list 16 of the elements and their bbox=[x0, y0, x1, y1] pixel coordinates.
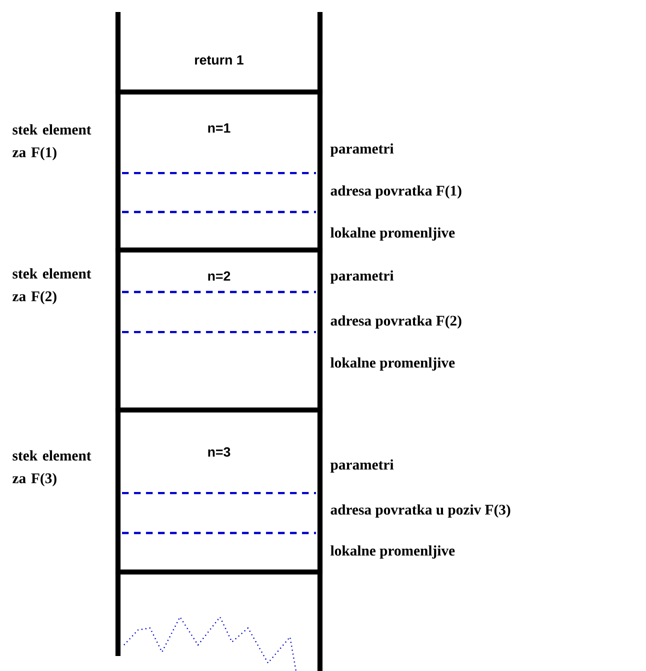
frame-label: stek element za F(3) bbox=[12, 450, 92, 486]
frame-label: stek element za F(2) bbox=[12, 268, 92, 304]
slot-label: lokalne promenljive bbox=[330, 545, 455, 559]
slot-label: adresa povratka u poziv F(3) bbox=[330, 504, 510, 518]
stack-frame: n=3 bbox=[115, 407, 323, 575]
slot-label: adresa povratka F(1) bbox=[330, 185, 462, 199]
frame-label: stek element za F(1) bbox=[12, 124, 92, 160]
slot-label: parametri bbox=[330, 270, 394, 284]
stack-frame: n=1 bbox=[115, 89, 323, 253]
slot-label: parametri bbox=[330, 459, 394, 473]
stack-cell: return 1 bbox=[115, 12, 323, 95]
slot-label: lokalne promenljive bbox=[330, 227, 455, 241]
slot-label: parametri bbox=[330, 143, 394, 157]
stack-frame: n=2 bbox=[115, 247, 323, 413]
slot-label: adresa povratka F(2) bbox=[330, 315, 462, 329]
slot-label: lokalne promenljive bbox=[330, 357, 455, 371]
